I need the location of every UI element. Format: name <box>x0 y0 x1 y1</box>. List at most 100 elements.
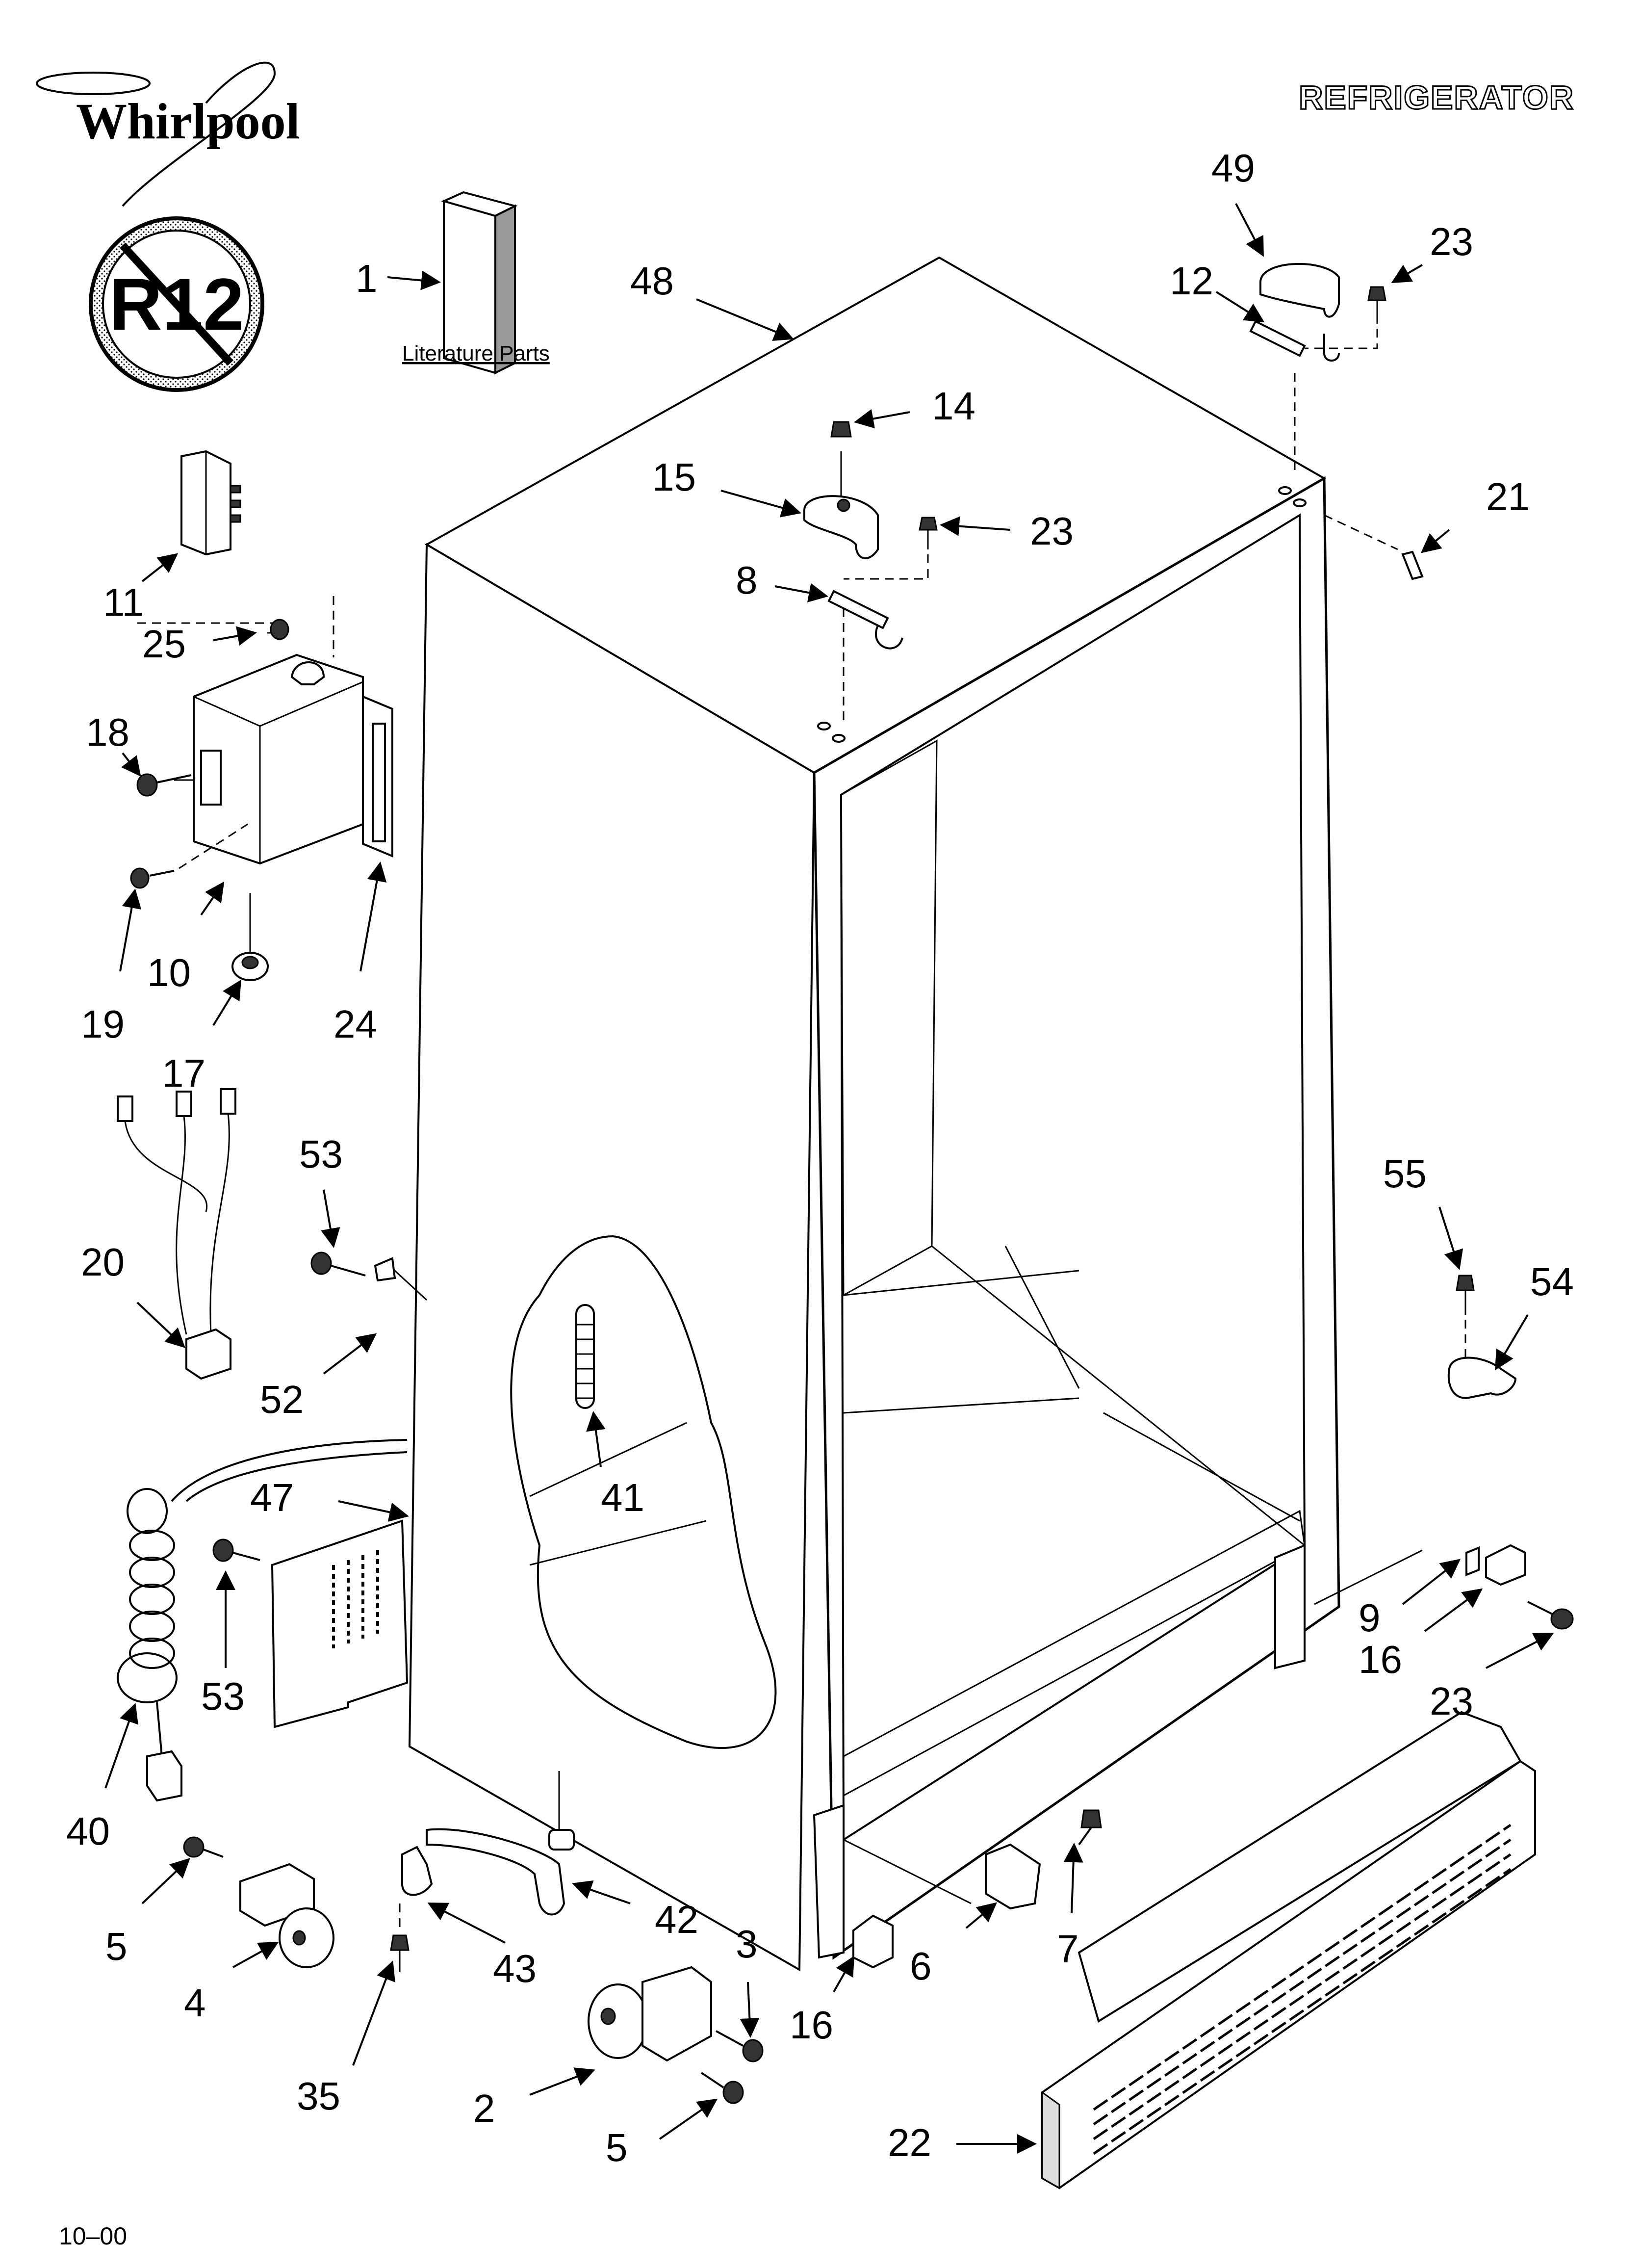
callout-18: 18 <box>86 710 129 754</box>
roller-wheel-4 <box>279 1907 334 1968</box>
relay-11-pin-3 <box>230 514 241 523</box>
no-r12-badge: R12 <box>89 216 264 392</box>
callout-48: 48 <box>630 259 674 303</box>
cabinet-leg-right <box>1274 1544 1306 1669</box>
roller-axle-4 <box>292 1930 306 1946</box>
callout-47: 47 <box>250 1476 294 1519</box>
hinge-cover-hole <box>837 498 850 512</box>
grille-22-vents <box>1093 1824 1512 2155</box>
callout-6: 6 <box>910 1944 932 1988</box>
hole-top-left-1 <box>817 722 831 730</box>
bracket-54 <box>1447 1356 1517 1400</box>
arrow-20 <box>136 1302 185 1348</box>
guide-23b <box>844 554 929 580</box>
power-cord-coil-1 <box>129 1530 175 1561</box>
coil-tube <box>575 1304 595 1409</box>
top-hinge-right <box>1249 262 1386 476</box>
part-40-47 <box>117 1439 409 1802</box>
shim-9 <box>1465 1546 1480 1576</box>
coil-rings <box>576 1324 594 1399</box>
drain-tube-fitting <box>548 1829 575 1851</box>
callout-49: 49 <box>1211 146 1255 190</box>
callout-17: 17 <box>162 1051 205 1095</box>
arrow-5a <box>141 1858 190 1904</box>
callout-53a: 53 <box>299 1132 343 1176</box>
arrow-42 <box>572 1880 631 1904</box>
arrow-1 <box>387 270 441 290</box>
top-hinge-center <box>803 421 938 721</box>
harness-wire-1 <box>124 1121 208 1212</box>
callout-2: 2 <box>473 2086 495 2130</box>
logo-swoosh-icon <box>122 61 276 207</box>
grille-22-top <box>1078 1711 1522 2023</box>
arrow-8 <box>774 583 828 602</box>
part-54-55 <box>1447 1275 1517 1400</box>
callout-23a: 23 <box>1430 220 1473 263</box>
guide-23a <box>1305 329 1378 349</box>
hole-top-right-1 <box>1278 486 1292 495</box>
brand-name: Whirlpool <box>76 93 300 150</box>
cutaway-line-1 <box>529 1422 687 1497</box>
power-cord-coil-5 <box>129 1638 175 1669</box>
screw-53b-shaft <box>232 1552 260 1561</box>
screw-5b-shaft <box>700 2072 724 2088</box>
screw-55-head <box>1456 1275 1475 1291</box>
callout-54: 54 <box>1530 1260 1574 1303</box>
callout-22: 22 <box>888 2121 931 2164</box>
callout-14: 14 <box>932 384 975 428</box>
grille-22-end <box>1041 2091 1060 2190</box>
hinge-plate-8 <box>827 590 889 629</box>
callout-19: 19 <box>81 1002 125 1046</box>
callout-41: 41 <box>601 1476 644 1519</box>
arrow-48 <box>696 298 794 341</box>
bracket-24-inner <box>372 723 386 842</box>
screw-5a-shaft <box>203 1849 224 1858</box>
screw-53a-shaft <box>331 1265 366 1277</box>
cabinet-shelf-edge <box>843 1270 1079 1296</box>
part-10-control-box <box>130 596 393 981</box>
screw-23a-head <box>1367 286 1386 301</box>
badge-strike-line <box>120 242 233 366</box>
literature-booklet-side <box>494 204 516 375</box>
screw-19-head <box>130 867 150 889</box>
callout-7: 7 <box>1057 1927 1079 1971</box>
power-cord-tail <box>156 1702 163 1757</box>
leader-arrows <box>104 203 1554 2154</box>
screw-5a-head <box>183 1836 205 1858</box>
refrigerator-cabinet <box>408 256 1340 1972</box>
drain-tube-42 <box>426 1828 565 1916</box>
screw-19-shaft <box>149 870 175 877</box>
harness-plug-20 <box>185 1328 231 1380</box>
hole-top-left-2 <box>832 734 846 743</box>
hinge-plate-12 <box>1249 320 1306 357</box>
cabinet-floor-line <box>1103 1412 1300 1522</box>
cabinet-floor-edge <box>931 1245 1305 1546</box>
control-box-slot <box>200 750 222 806</box>
callout-20: 20 <box>81 1240 125 1284</box>
screw-7-shaft <box>1078 1826 1092 1846</box>
arrow-49 <box>1235 203 1264 257</box>
screw-3-shaft <box>716 2030 744 2047</box>
arrow-23c <box>1486 1633 1554 1669</box>
roller-bracket-2 <box>641 1966 712 2062</box>
relay-11-pin-2 <box>230 499 241 508</box>
roller-2 <box>588 1983 648 2059</box>
callout-16b: 16 <box>790 2003 833 2047</box>
callout-35: 35 <box>297 2074 340 2118</box>
arrow-5b <box>659 2098 718 2140</box>
callout-25: 25 <box>142 622 186 666</box>
screw-25-head <box>270 619 289 640</box>
hinge-pin-8 <box>874 625 903 650</box>
harness-wire-3 <box>209 1113 230 1335</box>
bracket-16a <box>1485 1544 1526 1586</box>
callout-23c: 23 <box>1430 1679 1473 1723</box>
cabinet-divider-edge <box>1004 1246 1080 1389</box>
arrow-52 <box>323 1333 377 1375</box>
hole-top-right-2 <box>1293 498 1307 507</box>
callout-12: 12 <box>1170 259 1213 303</box>
whirlpool-logo: Whirlpool <box>36 61 300 207</box>
callout-3: 3 <box>736 1922 758 1966</box>
bracket-16b <box>852 1914 894 1969</box>
power-cord-coil-top <box>127 1488 168 1534</box>
guide-16b <box>843 1839 972 1904</box>
